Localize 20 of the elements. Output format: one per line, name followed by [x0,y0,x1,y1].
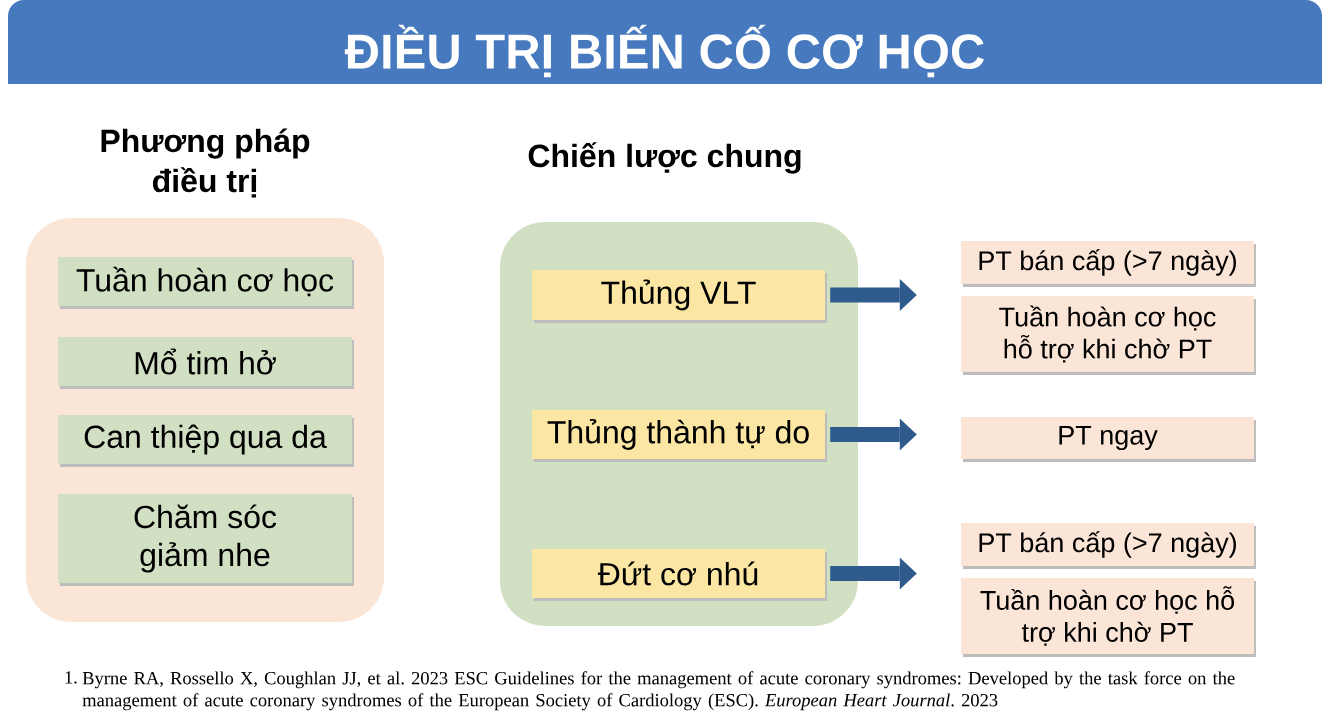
action-box: PT bán cấp (>7 ngày) [961,241,1256,287]
block-arrow [830,279,917,311]
condition-box: Thủng VLT [532,270,827,323]
method-box: Can thiệp qua da [58,415,354,467]
block-arrow [830,418,917,451]
method-box: Chăm sóc giảm nhe [58,494,354,586]
method-box: Tuần hoàn cơ học [58,257,354,309]
action-box: Tuần hoàn cơ học hỗ trợ khi chờ PT [961,296,1256,375]
action-box: PT ngay [961,417,1256,462]
reference-text: Byrne RA, Rossello X, Coughlan JJ, et al. 2023 ESC Guidelines for the management of acute coronary syndromes: Developed by the task force on the management of acute coronary syndromes of the European Society of Cardiology (ESC). European Heart Journal. 2023 [82,671,1235,711]
panel-heading: Chiến lược chung [528,142,801,174]
block-arrow [830,557,917,590]
condition-box: Thủng thành tự do [532,410,827,462]
method-box: Mổ tim hở [58,337,354,389]
list-number: 1. [65,671,77,684]
action-box: Tuần hoàn cơ học hỗ trợ khi chờ PT [961,578,1256,657]
title-bar: ĐIỀU TRỊ BIẾN CỐ CƠ HỌC [8,0,1322,84]
action-box: PT bán cấp (>7 ngày) [961,523,1256,569]
panel-heading: Phương pháp điều trị [101,128,310,198]
condition-box: Đứt cơ nhú [532,549,827,601]
